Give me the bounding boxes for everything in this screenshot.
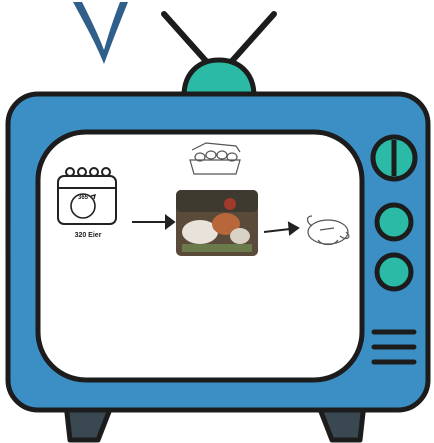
knob-icon — [377, 255, 411, 289]
knob-icon — [377, 205, 411, 239]
calendar-card: 365 320 Eier — [54, 162, 124, 248]
antenna-ball — [184, 60, 254, 96]
knob-icon — [373, 137, 415, 179]
chicken-photo — [176, 190, 258, 256]
calendar-day-count: 365 — [71, 195, 95, 201]
calendar-label: 320 Eier — [54, 232, 122, 239]
decorative-stroke — [73, 2, 128, 64]
